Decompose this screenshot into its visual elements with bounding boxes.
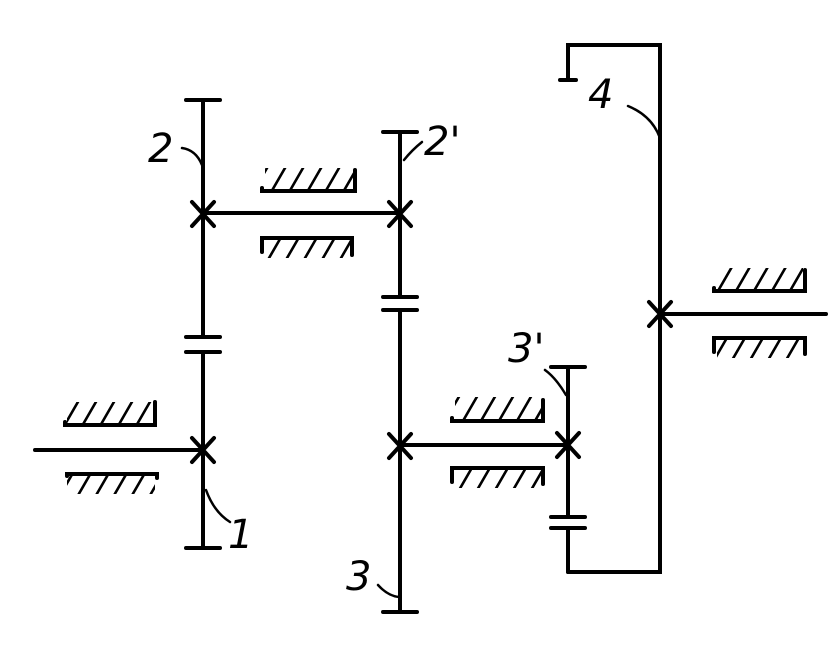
label-gear-3-prime: 3' bbox=[508, 326, 544, 372]
bearing-lower-bottom bbox=[450, 466, 545, 488]
leader-line-1 bbox=[204, 488, 232, 524]
bearing-mid-top bbox=[260, 168, 357, 193]
gear-3 bbox=[381, 308, 419, 614]
bearing-mid-bottom bbox=[260, 236, 354, 258]
label-gear-2: 2 bbox=[148, 126, 173, 172]
gear-2 bbox=[184, 98, 222, 339]
label-gear-3: 3 bbox=[346, 554, 371, 600]
bearing-input-top bbox=[63, 400, 157, 427]
leader-line-4 bbox=[626, 104, 662, 140]
gear-2-prime bbox=[381, 130, 419, 299]
leader-line-2 bbox=[180, 146, 204, 167]
label-gear-4: 4 bbox=[588, 72, 613, 118]
label-gear-2-prime: 2' bbox=[424, 119, 460, 165]
bearing-input-bottom bbox=[65, 472, 159, 494]
gear-3-prime bbox=[549, 365, 587, 519]
leader-line-2-prime bbox=[402, 140, 424, 162]
leader-line-3-prime bbox=[543, 368, 568, 397]
bearing-lower-top bbox=[450, 397, 545, 423]
bearing-output-bottom bbox=[712, 336, 807, 358]
label-gear-1: 1 bbox=[228, 512, 253, 558]
bearing-output-top bbox=[712, 268, 807, 293]
gear-1 bbox=[184, 350, 222, 550]
leader-line-3 bbox=[376, 583, 401, 599]
